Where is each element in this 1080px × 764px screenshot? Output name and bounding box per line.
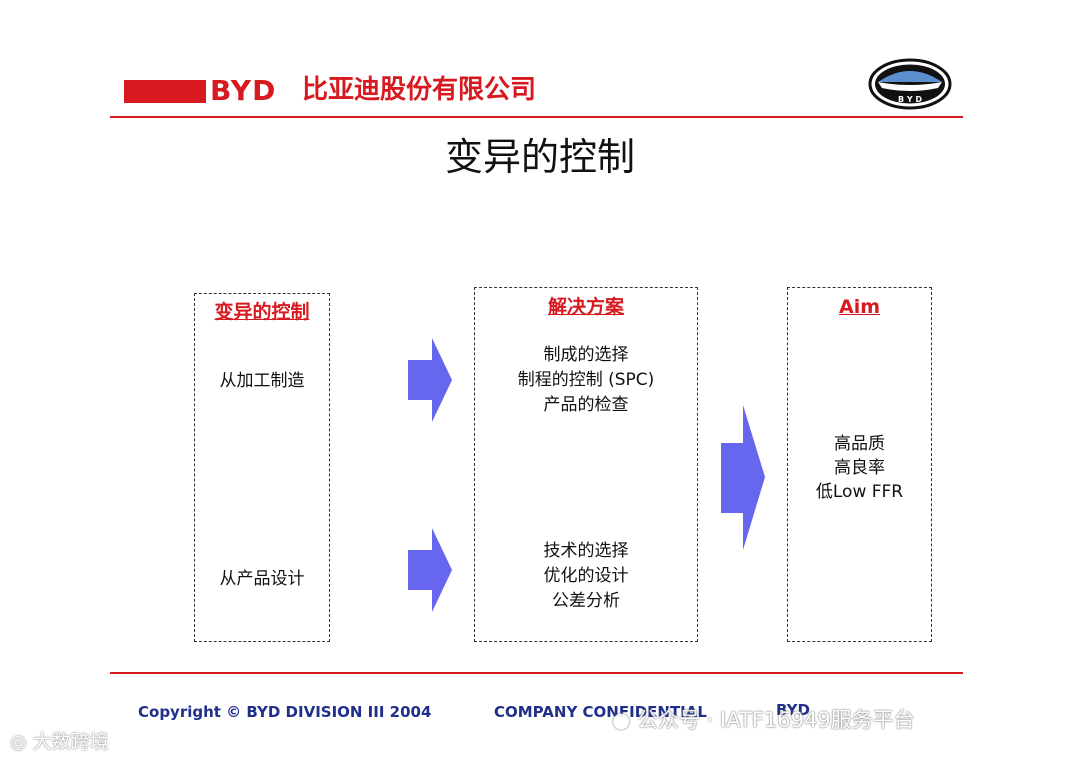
footer-divider <box>110 672 963 674</box>
footer-confidential: COMPANY CONFIDENTIAL <box>494 703 707 721</box>
left-item-design: 从产品设计 <box>219 569 305 589</box>
logo-text: BYD <box>210 74 277 107</box>
left-box-heading: 变异的控制 <box>214 301 310 323</box>
solution-line: 优化的设计 <box>543 566 629 586</box>
aim-line: 高品质 <box>834 434 885 454</box>
arrow-right-icon <box>721 405 765 550</box>
header-divider <box>110 116 963 118</box>
aim-box <box>787 287 932 642</box>
watermark-left: ◎ 大数跨境 <box>10 731 109 753</box>
emblem-text: B Y D <box>898 95 922 104</box>
aim-line: 低Low FFR <box>815 482 904 502</box>
left-item-manufacturing: 从加工制造 <box>219 371 305 391</box>
aim-line: 高良率 <box>834 458 885 478</box>
solution-line: 制成的选择 <box>543 345 629 365</box>
solution-line: 制程的控制 (SPC) <box>517 370 655 390</box>
arrow-right-icon <box>408 338 452 422</box>
solution-box <box>474 287 698 642</box>
solution-line: 公差分析 <box>552 591 620 611</box>
logo-red-bar <box>124 80 206 103</box>
arrow-right-icon <box>408 528 452 612</box>
footer-right: BYD <box>776 701 810 719</box>
middle-box-heading: 解决方案 <box>547 296 624 318</box>
weibo-icon: ◎ <box>10 731 33 753</box>
company-name: 比亚迪股份有限公司 <box>302 75 537 105</box>
right-box-heading: Aim <box>838 296 880 318</box>
byd-emblem-icon: B Y D <box>868 58 952 110</box>
solution-line: 技术的选择 <box>543 541 629 561</box>
variation-control-box <box>194 293 330 642</box>
footer-copyright: Copyright © BYD DIVISION III 2004 <box>138 703 432 721</box>
wechat-icon: ● <box>612 708 637 732</box>
solution-line: 产品的检查 <box>543 395 629 415</box>
watermark-right: ● 公众号 · IATF16949服务平台 <box>612 708 915 732</box>
page-title: 变异的控制 <box>444 135 635 179</box>
